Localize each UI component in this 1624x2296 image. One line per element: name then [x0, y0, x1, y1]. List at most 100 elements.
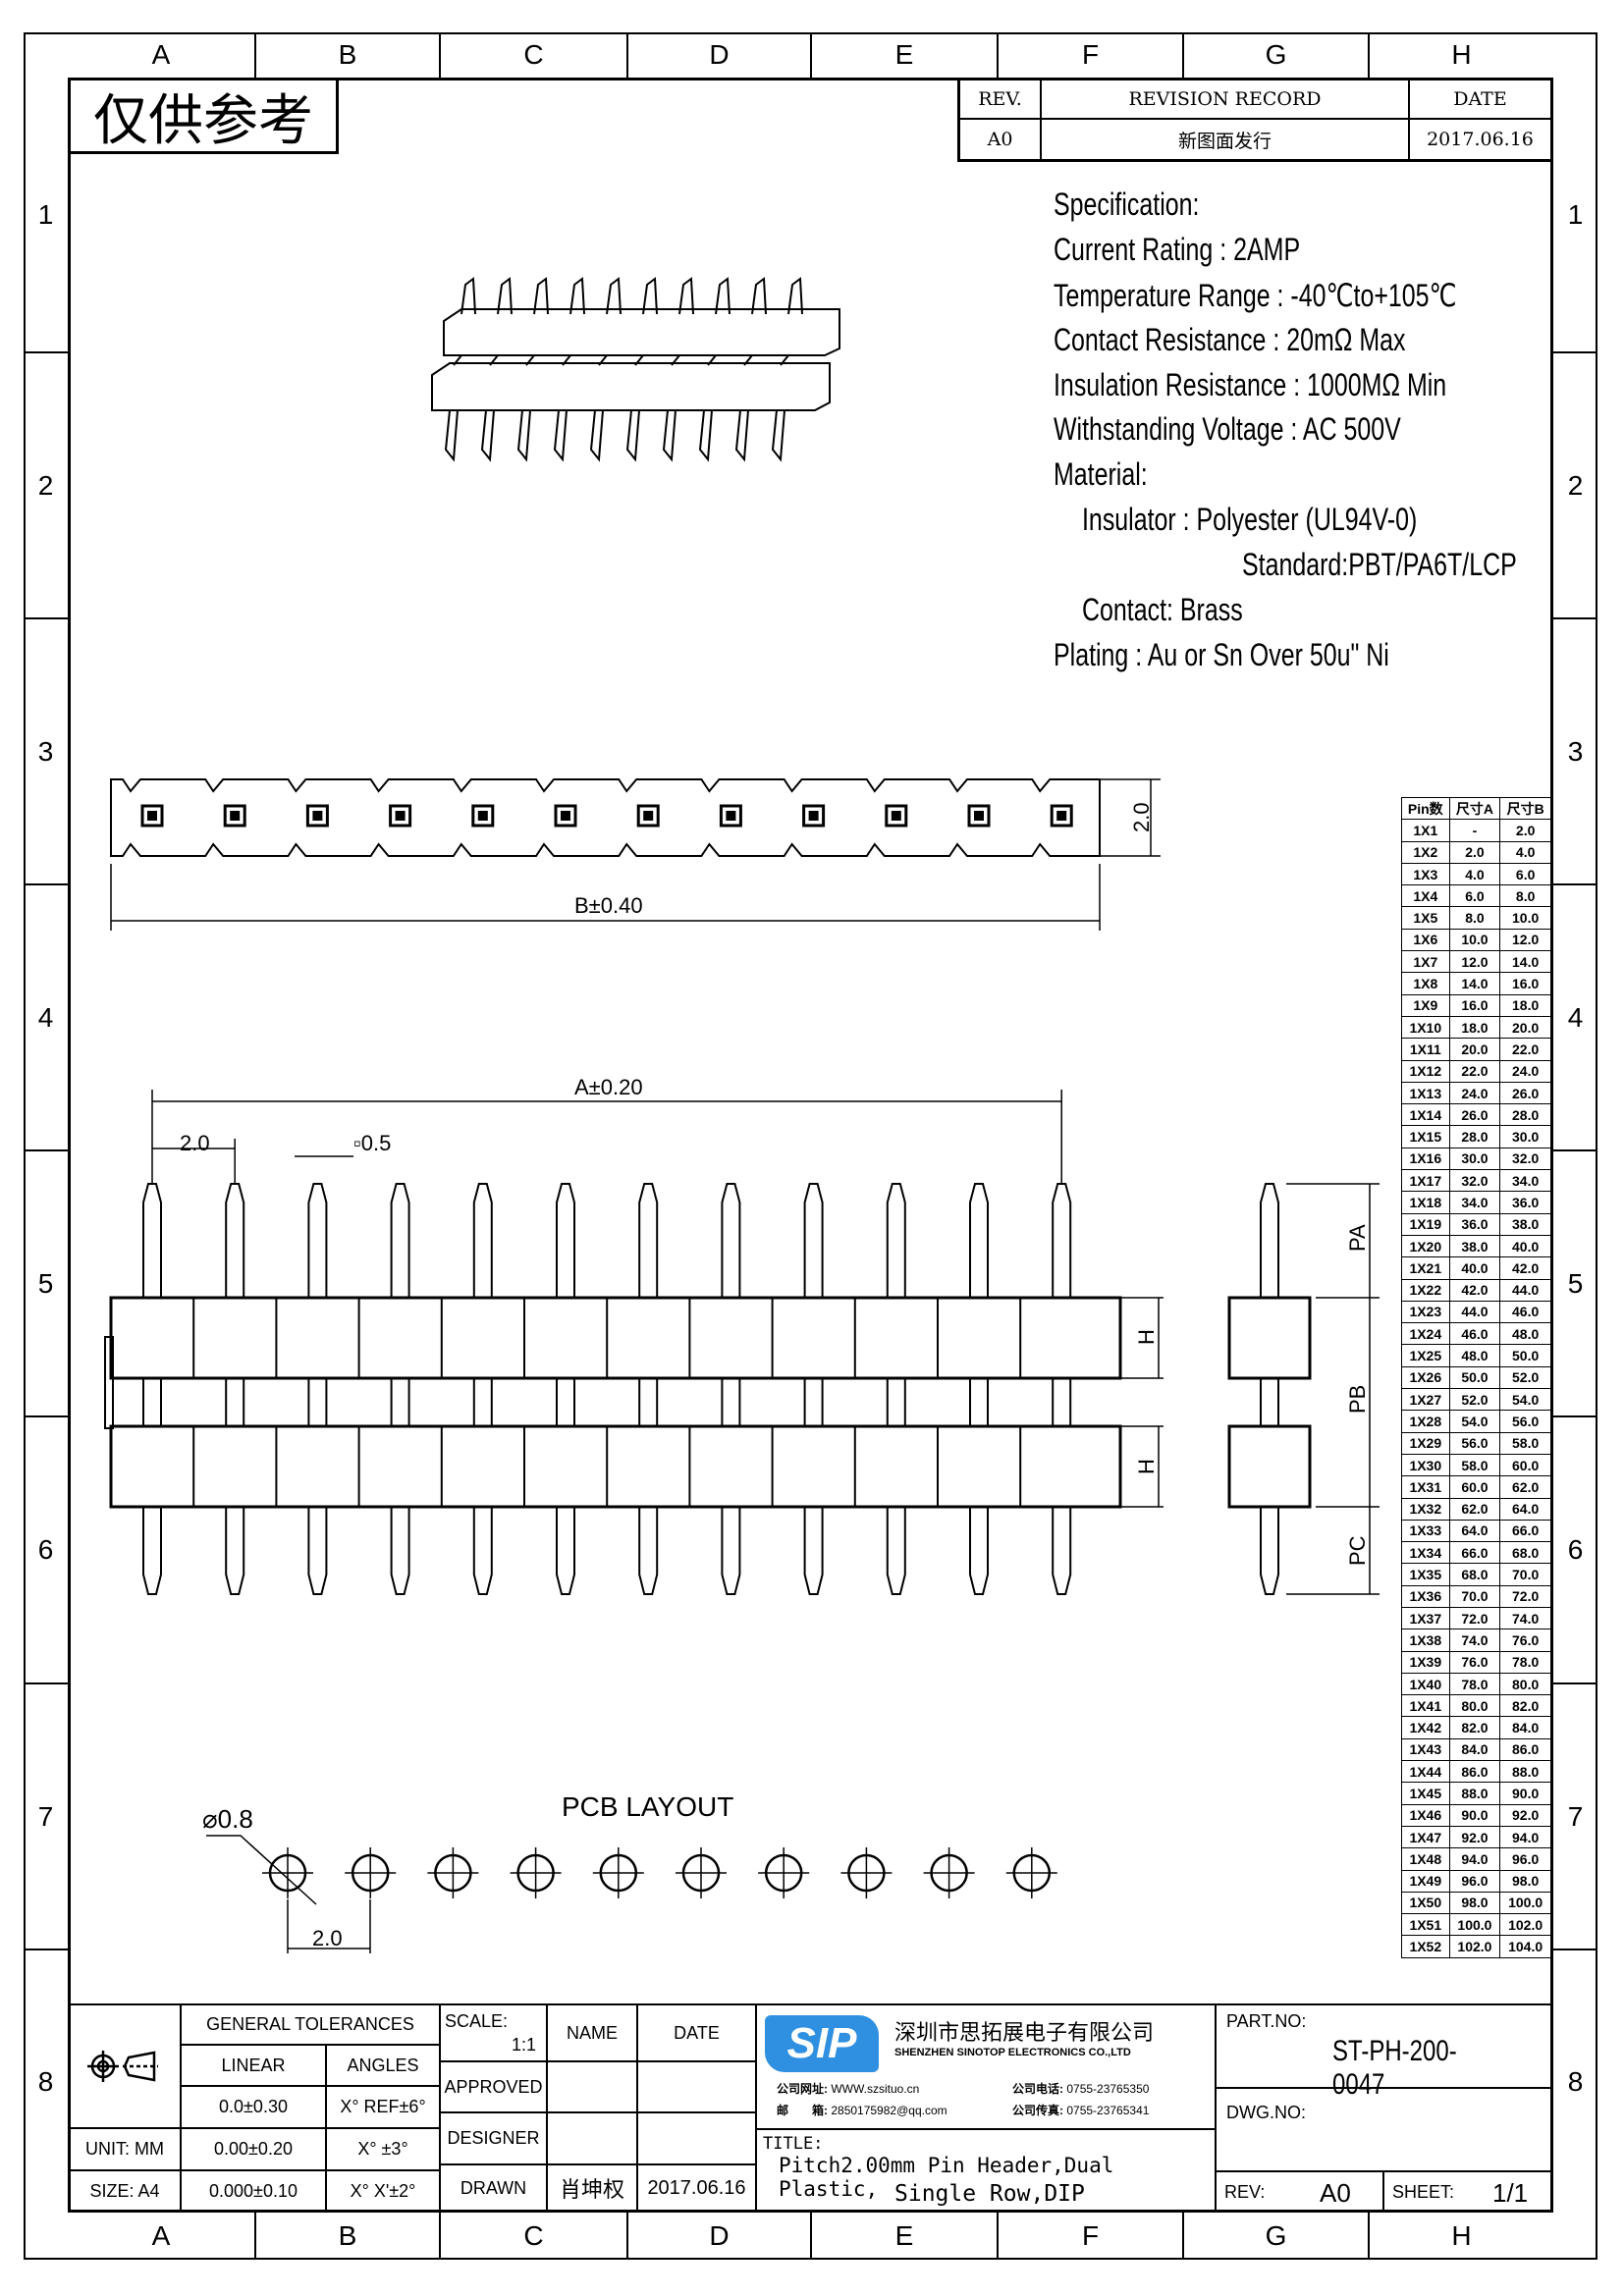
dim-a-cell: 54.0 — [1448, 1410, 1501, 1433]
zone-column-H: H — [1368, 2213, 1553, 2260]
pin — [642, 277, 658, 315]
pin-hole-square — [967, 804, 991, 828]
zone-column-G: G — [1182, 32, 1368, 78]
pin-top — [307, 1183, 328, 1298]
zone-column-D: D — [626, 2213, 810, 2260]
zone-row-1: 1 — [1567, 198, 1584, 230]
dim-a-cell: 72.0 — [1448, 1606, 1501, 1630]
pin-bottom — [638, 1507, 659, 1595]
pin-mid — [803, 1378, 824, 1426]
tol-angle-1: X° REF±6° — [325, 2085, 441, 2129]
revision-table: REV. REVISION RECORD DATE A0 新图面发行 2017.… — [957, 78, 1553, 162]
pin-top — [556, 1183, 575, 1298]
table-row: 1X1-2.0 — [1401, 819, 1551, 842]
spec-insulator: Insulator : Polyester (UL94V-0) — [1082, 502, 1418, 537]
dwg-no-label: DWG.NO: — [1226, 2103, 1306, 2122]
pin-count-cell: 1X35 — [1401, 1563, 1450, 1586]
dim-a-cell: 86.0 — [1448, 1760, 1501, 1784]
a-dim-lines — [151, 1090, 1062, 1183]
revision-date: 2017.06.16 — [1427, 129, 1534, 150]
pin-hole-square — [719, 804, 742, 828]
pin-count-cell: 1X15 — [1401, 1125, 1450, 1148]
pin-count-cell: 1X8 — [1401, 972, 1450, 995]
table-header-row: Pin数 尺寸A 尺寸B — [1401, 796, 1551, 821]
pin-count-cell: 1X4 — [1401, 884, 1450, 908]
housing-end — [104, 1336, 114, 1429]
dim-b-cell: 90.0 — [1499, 1782, 1551, 1805]
part-no-cell: PART.NO: ST-PH-200-0047 — [1215, 2003, 1553, 2101]
dim-b-cell: 8.0 — [1499, 884, 1551, 908]
strip-outline — [110, 778, 1101, 857]
dim-b-cell: 62.0 — [1499, 1475, 1551, 1499]
pin-mid — [225, 1378, 245, 1426]
dim-b-cell: 64.0 — [1499, 1497, 1551, 1521]
pin — [743, 354, 753, 366]
spec-contact-resistance: Contact Resistance : 20mΩ Max — [1054, 322, 1406, 357]
pin-count-cell: 1X50 — [1401, 1891, 1450, 1915]
pin-count-cell: 1X49 — [1401, 1869, 1450, 1893]
dim-b-cell: 10.0 — [1499, 906, 1551, 930]
pin-tip — [312, 811, 323, 821]
hole-centerline — [1005, 1847, 1057, 1898]
spec-voltage: Withstanding Voltage : AC 500V — [1054, 411, 1401, 447]
pin-count-cell: 1X51 — [1401, 1913, 1450, 1937]
dim-b-cell: 50.0 — [1499, 1344, 1551, 1367]
pin-count-cell: 1X17 — [1401, 1169, 1450, 1193]
tol-angle-2: X° ±3° — [325, 2127, 441, 2171]
dim-pa: PA — [1345, 1224, 1370, 1252]
dim-a-cell: 96.0 — [1448, 1869, 1501, 1893]
tol-linear-3: 0.000±0.10 — [180, 2169, 327, 2213]
height-dim-line — [1100, 778, 1161, 857]
date-header-tb: DATE — [636, 2003, 757, 2062]
pin-top — [638, 1183, 659, 1298]
zone-row-7: 7 — [24, 1682, 68, 1949]
rev-value: A0 — [960, 120, 1042, 159]
pin-count-cell: 1X38 — [1401, 1629, 1450, 1652]
rev-header: REV. — [960, 80, 1042, 120]
pin-count-cell: 1X14 — [1401, 1103, 1450, 1127]
pin-count-cell: 1X12 — [1401, 1059, 1450, 1083]
hole-centerline — [510, 1847, 562, 1898]
pin — [480, 409, 495, 462]
pin-count-cell: 1X23 — [1401, 1300, 1450, 1324]
pin — [780, 354, 789, 366]
pin-tip — [974, 811, 984, 821]
pin-bottom — [721, 1507, 741, 1595]
pin — [489, 354, 499, 366]
pin-bottom — [886, 1507, 906, 1595]
reference-only-stamp: 仅供参考 — [68, 78, 339, 154]
dim-b-cell: 16.0 — [1499, 972, 1551, 995]
tol-angle-3: X° X'±2° — [325, 2169, 441, 2213]
size-label: SIZE: A4 — [68, 2169, 182, 2213]
designer-date — [636, 2111, 757, 2165]
pin-tip — [891, 811, 901, 821]
dim-a-cell: 76.0 — [1448, 1650, 1501, 1674]
dim-a-cell: 22.0 — [1448, 1059, 1501, 1083]
pin — [589, 409, 604, 462]
rev-number: A0 — [1320, 2178, 1351, 2208]
zone-column-E: E — [810, 32, 997, 78]
pin — [533, 277, 549, 315]
dim-b-cell: 4.0 — [1499, 840, 1551, 864]
dim-b-cell: 60.0 — [1499, 1453, 1551, 1477]
rev-label: REV: — [1224, 2182, 1266, 2202]
